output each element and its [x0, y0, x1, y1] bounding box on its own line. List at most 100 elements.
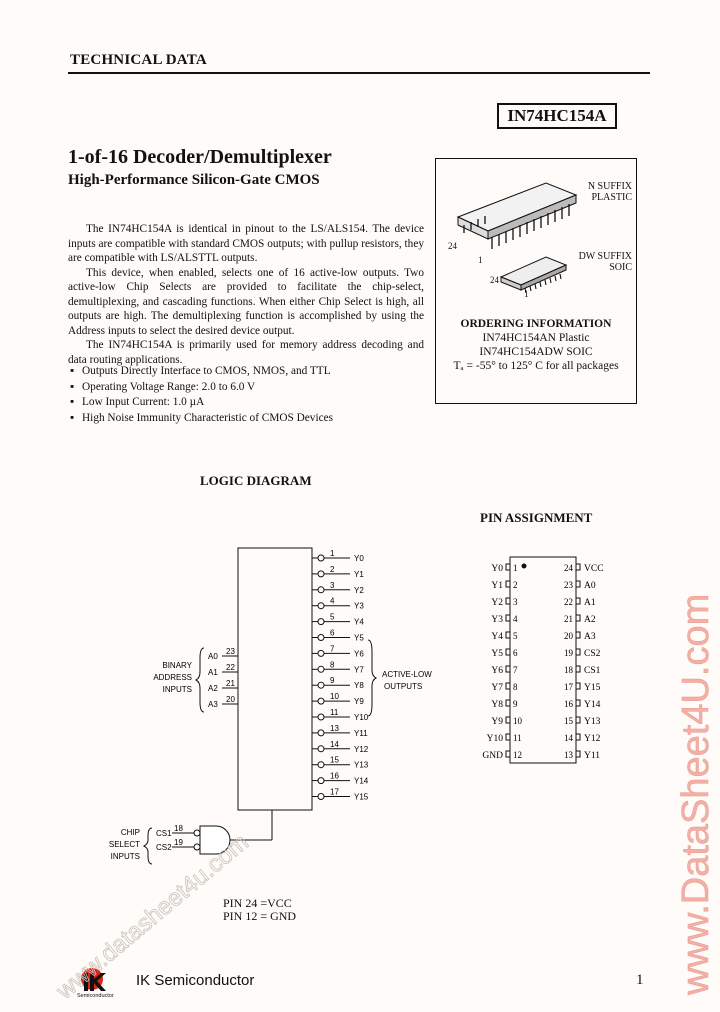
feature-item: Operating Voltage Range: 2.0 to 6.0 V [70, 380, 430, 396]
pin-number-left: 11 [513, 733, 522, 743]
output-name: Y9 [354, 697, 364, 706]
pin-name-right: A3 [584, 632, 596, 642]
pin-pad [505, 614, 511, 622]
output-name: Y6 [354, 649, 364, 658]
inversion-bubble [317, 570, 325, 578]
inversion-bubble [317, 602, 325, 610]
logic-diagram: 1Y02Y13Y24Y35Y46Y57Y68Y79Y810Y911Y1013Y1… [109, 547, 432, 865]
address-label: INPUTS [163, 685, 192, 694]
outputs-brace [367, 639, 378, 717]
address-label: BINARY [162, 661, 192, 670]
pin-pad [505, 733, 511, 741]
ordering-info: ORDERING INFORMATION IN74HC154AN Plastic… [436, 317, 636, 373]
chip-select-pin: 19 [174, 838, 183, 847]
pin-name-left: Y4 [491, 632, 503, 642]
inversion-bubble [317, 729, 325, 737]
description-para-2: This device, when enabled, selects one o… [68, 266, 424, 337]
pin-name-left: Y2 [491, 598, 503, 608]
output-name: Y10 [354, 713, 369, 722]
feature-item: Outputs Directly Interface to CMOS, NMOS… [70, 364, 430, 380]
header-rule [68, 72, 650, 74]
pin-pad [575, 682, 581, 690]
pin-pad [505, 648, 511, 656]
output-name: Y8 [354, 681, 364, 690]
pin-number-left: 7 [513, 665, 518, 675]
chip-select-label: SELECT [109, 840, 140, 849]
soic-package-icon [499, 256, 568, 294]
pin-number-right: 15 [564, 716, 574, 726]
output-pin-number: 13 [330, 724, 339, 733]
pin-number-right: 20 [564, 631, 574, 641]
output-name: Y5 [354, 634, 364, 643]
package-illustration [456, 182, 578, 294]
ordering-heading: ORDERING INFORMATION [460, 318, 612, 330]
chip-select-pin: 18 [174, 824, 183, 833]
feature-item: Low Input Current: 1.0 µA [70, 395, 430, 411]
pin-pad [575, 614, 581, 622]
description-para-3: The IN74HC154A is primarily used for mem… [68, 339, 424, 366]
watermark-diagonal: www.datasheet4u.com [55, 828, 254, 1005]
pin-number-right: 14 [564, 733, 574, 743]
pin-number-left: 10 [513, 716, 523, 726]
output-pin-number: 16 [330, 772, 339, 781]
pin-number-right: 19 [564, 648, 574, 658]
pin-name-left: Y5 [491, 649, 503, 659]
and-gate [199, 825, 231, 855]
ik-logo: Semiconductor [77, 968, 114, 999]
output-name: Y15 [354, 793, 369, 802]
inversion-bubble [317, 618, 325, 626]
address-name: A2 [208, 684, 218, 693]
inversion-bubble [317, 586, 325, 594]
pin-name-right: Y14 [584, 700, 601, 710]
output-pin-number: 2 [330, 565, 335, 574]
pin-number-left: 3 [513, 597, 518, 607]
pin-pad [575, 631, 581, 639]
product-title: 1-of-16 Decoder/Demultiplexer [68, 146, 332, 168]
description-para-1: The IN74HC154A is identical in pinout to… [68, 223, 424, 264]
pin-number-left: 1 [513, 563, 518, 573]
pin-number-right: 13 [564, 750, 574, 760]
pin-name-right: CS1 [584, 666, 601, 676]
product-subtitle: High-Performance Silicon-Gate CMOS [68, 172, 320, 188]
pin-number-left: 8 [513, 682, 518, 692]
output-name: Y7 [354, 665, 364, 674]
dip-pin24-label: 24 [448, 241, 457, 251]
ordering-line-1: IN74HC154AN Plastic [482, 332, 590, 344]
address-pin-number: 20 [226, 695, 235, 704]
outputs-label: OUTPUTS [384, 682, 422, 691]
pin-pad [575, 563, 581, 571]
address-name: A0 [208, 652, 218, 661]
address-pin-number: 23 [226, 647, 235, 656]
inversion-bubble [193, 829, 201, 837]
pin-name-right: A1 [584, 598, 596, 608]
output-pin-number: 7 [330, 644, 335, 653]
inversion-bubble [317, 634, 325, 641]
pin-name-right: A0 [584, 581, 596, 591]
ic-body [509, 556, 577, 764]
pin-pad [505, 580, 511, 588]
address-pin-number: 22 [226, 663, 235, 672]
pin-name-right: Y13 [584, 717, 601, 727]
pin-name-right: A2 [584, 615, 596, 625]
pin-pad [575, 665, 581, 673]
soic-pin1-label: 1 [524, 289, 529, 299]
chip-select-brace [142, 827, 153, 865]
inversion-bubble [317, 713, 325, 721]
header-title: TECHNICAL DATA [70, 52, 207, 68]
chip-select-label: CHIP [121, 828, 140, 837]
pin-number-left: 9 [513, 699, 518, 709]
watermark-side: www.DataSheet4U.com [675, 593, 718, 996]
output-name: Y12 [354, 745, 369, 754]
inversion-bubble [317, 793, 325, 800]
chip-select-label: INPUTS [111, 852, 140, 861]
pin-pad [505, 631, 511, 639]
pin-pad [505, 665, 511, 673]
pin-pad [575, 648, 581, 656]
pin-name-left: Y0 [491, 564, 503, 574]
pin-pad [575, 597, 581, 605]
soic-pin24-label: 24 [490, 275, 499, 285]
svg-text:www.DataSheet4U.com: www.DataSheet4U.com [675, 594, 717, 996]
pin-number-right: 18 [564, 665, 574, 675]
address-label: ADDRESS [153, 673, 192, 682]
